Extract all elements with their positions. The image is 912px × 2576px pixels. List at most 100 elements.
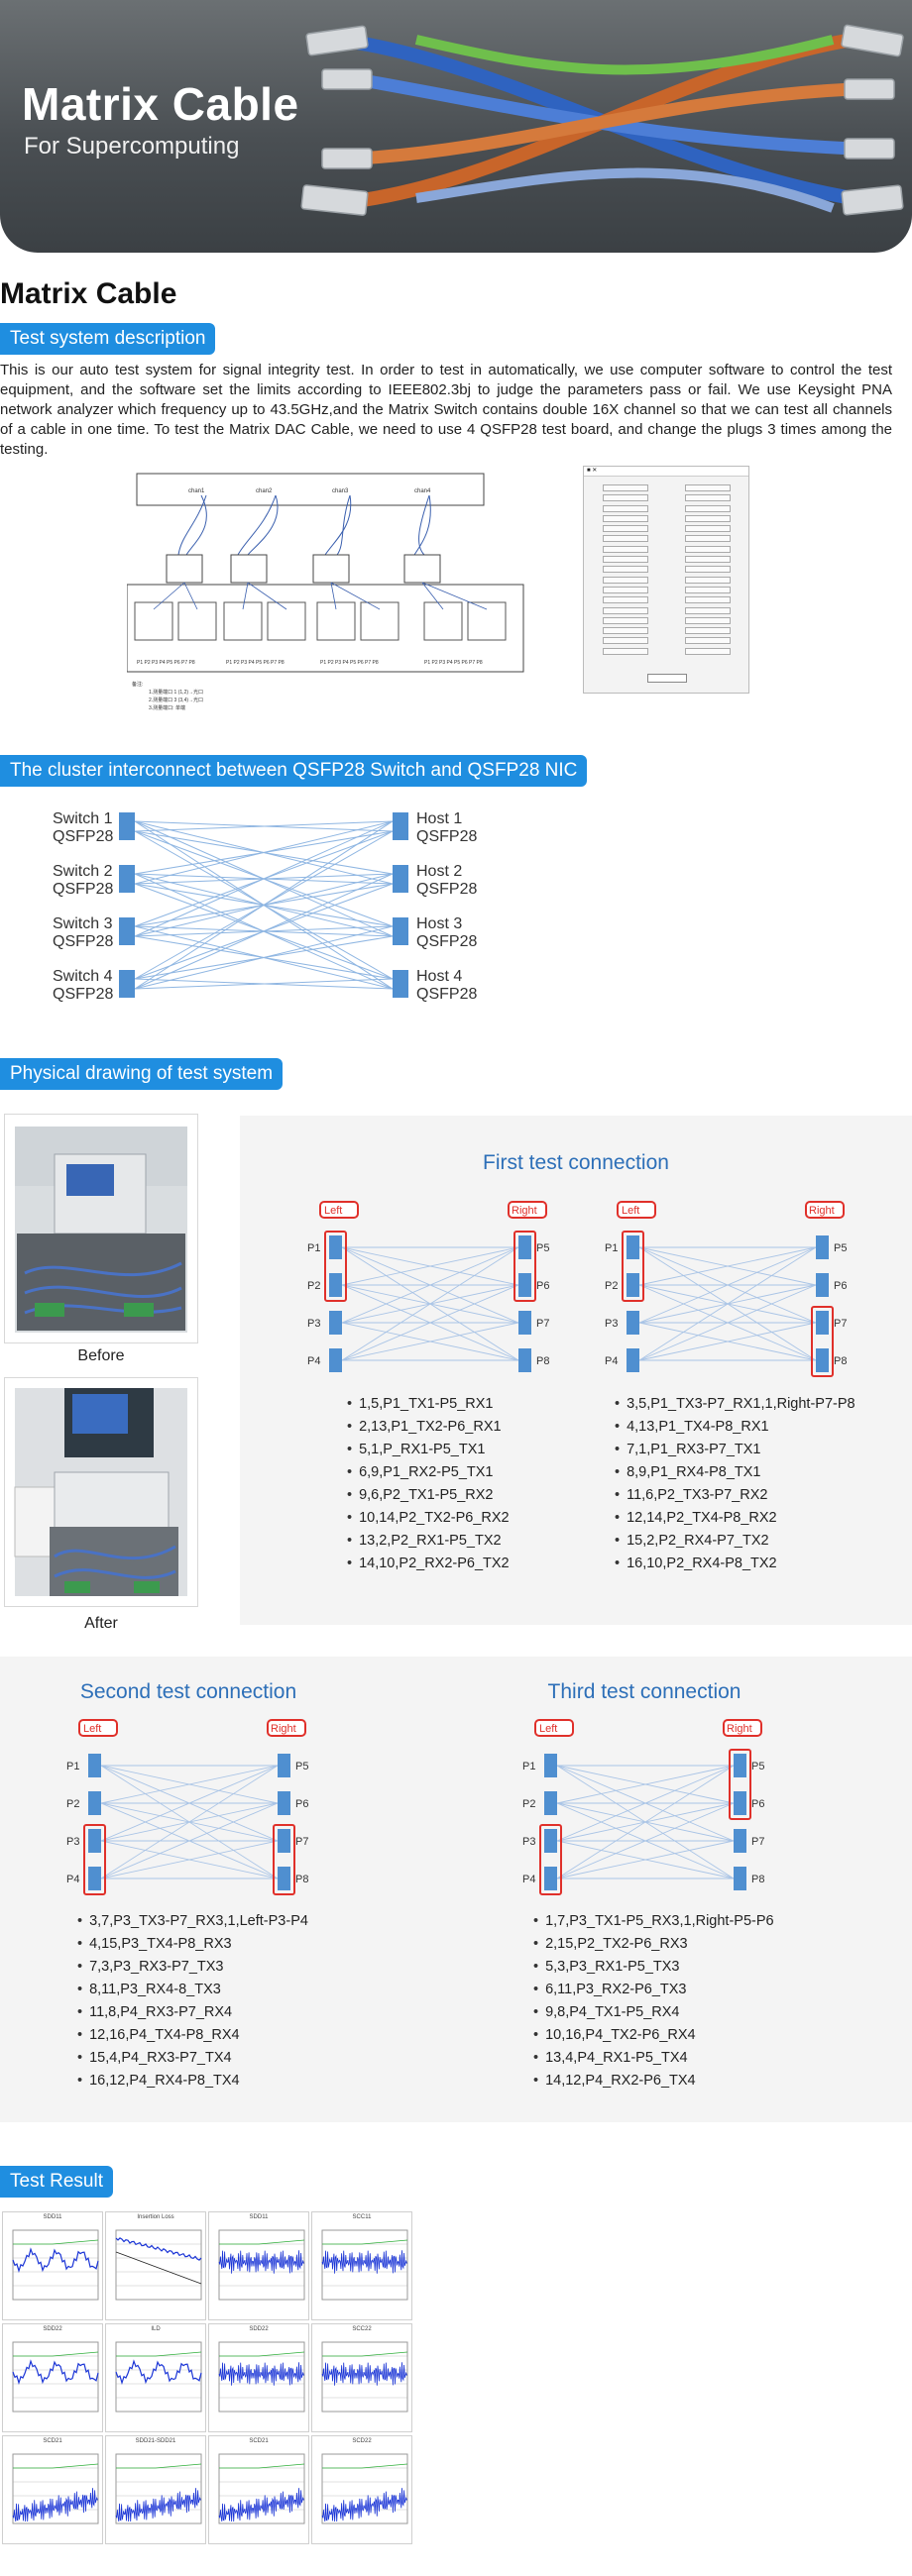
connection-item: 13,2,P2_RX1-P5_TX2	[347, 1530, 510, 1553]
result-plot: SCD21	[2, 2435, 103, 2544]
section-cluster: The cluster interconnect between QSFP28 …	[0, 755, 588, 787]
software-row[interactable]	[684, 627, 731, 635]
software-row[interactable]	[602, 576, 648, 584]
connection-item: 12,16,P4_TX4-P8_RX4	[77, 2024, 308, 2047]
result-plot: SDD11	[208, 2211, 309, 2320]
switch-3-sub: QSFP28	[53, 933, 113, 950]
software-row[interactable]	[602, 504, 648, 512]
svg-text:Right: Right	[512, 1205, 537, 1217]
software-row[interactable]	[602, 535, 648, 543]
software-row[interactable]	[602, 616, 648, 624]
result-plot: SCD22	[311, 2435, 412, 2544]
software-row[interactable]	[684, 545, 731, 553]
diagram-note-1: 1.测量端口 1 (1,2)→光口	[149, 689, 203, 696]
description-text: This is our auto test system for signal …	[0, 362, 892, 458]
svg-text:P2: P2	[66, 1798, 79, 1810]
software-row[interactable]	[684, 596, 731, 604]
software-row[interactable]	[602, 494, 648, 502]
software-row[interactable]	[684, 494, 731, 502]
host-3-sub: QSFP28	[416, 933, 477, 950]
software-row[interactable]	[602, 484, 648, 491]
software-row[interactable]	[602, 586, 648, 593]
svg-text:P3: P3	[307, 1318, 320, 1330]
software-row[interactable]	[684, 647, 731, 655]
connection-item: 8,11,P3_RX4-8_TX3	[77, 1979, 308, 2001]
svg-text:P4: P4	[605, 1355, 618, 1367]
connection-item: 5,3,P3_RX1-P5_TX3	[533, 1956, 774, 1979]
software-row[interactable]	[684, 484, 731, 491]
hero-banner: Matrix Cable For Supercomputing	[0, 0, 912, 253]
svg-text:P3: P3	[522, 1836, 535, 1848]
software-row[interactable]	[602, 556, 648, 564]
connection-item: 6,9,P1_RX2-P5_TX1	[347, 1461, 510, 1484]
result-plot: SCC11	[311, 2211, 412, 2320]
software-row[interactable]	[602, 514, 648, 522]
software-ok-button[interactable]	[647, 674, 687, 683]
switch-4-label: Switch 4	[53, 968, 113, 985]
svg-text:P5: P5	[751, 1761, 764, 1772]
software-row[interactable]	[602, 637, 648, 645]
svg-text:P8: P8	[536, 1355, 549, 1367]
connection-item: 7,1,P1_RX3-P7_TX1	[615, 1439, 855, 1461]
software-row[interactable]	[684, 637, 731, 645]
connection-item: 10,14,P2_TX2-P6_RX2	[347, 1507, 510, 1530]
software-row[interactable]	[684, 576, 731, 584]
connection-item: 8,9,P1_RX4-P8_TX1	[615, 1461, 855, 1484]
svg-text:P8: P8	[751, 1874, 764, 1885]
software-row[interactable]	[602, 596, 648, 604]
software-window: ■ ✕	[583, 466, 749, 694]
software-row[interactable]	[684, 525, 731, 533]
svg-text:P3: P3	[605, 1318, 618, 1330]
software-row[interactable]	[684, 616, 731, 624]
host-port-1	[393, 812, 408, 840]
host-4-label: Host 4	[416, 968, 462, 985]
diagram-note-3: 3.测量端口: 单端	[149, 704, 185, 711]
svg-text:P8: P8	[834, 1355, 847, 1367]
software-row[interactable]	[602, 606, 648, 614]
svg-text:P4: P4	[66, 1874, 79, 1885]
result-plot-title: SDD22	[43, 2326, 62, 2332]
software-row[interactable]	[602, 525, 648, 533]
result-plot: SDD21-SDD21	[105, 2435, 206, 2544]
connection-item: 16,12,P4_RX4-P8_TX4	[77, 2070, 308, 2093]
page-title: Matrix Cable	[0, 277, 177, 310]
result-plot-title: SDD21-SDD21	[135, 2438, 176, 2444]
result-plot-title: SCD22	[352, 2438, 372, 2444]
diagram-note-0: 备注:	[132, 681, 143, 688]
connection-item: 1,5,P1_TX1-P5_RX1	[347, 1393, 510, 1416]
software-row[interactable]	[684, 514, 731, 522]
third-connection-list: 1,7,P3_TX1-P5_RX3,1,Right-P5-P62,15,P2_T…	[533, 1910, 774, 2093]
host-port-2	[393, 865, 408, 893]
host-3-label: Host 3	[416, 915, 462, 932]
svg-text:P1 P2 P3 P4 P5 P6 P7 P8: P1 P2 P3 P4 P5 P6 P7 P8	[320, 660, 379, 666]
host-1-label: Host 1	[416, 810, 462, 827]
diagram-chan-2: chan2	[256, 488, 273, 494]
switch-port-4	[119, 970, 135, 998]
software-row[interactable]	[684, 586, 731, 593]
software-row[interactable]	[602, 566, 648, 574]
software-row[interactable]	[684, 606, 731, 614]
software-row[interactable]	[602, 545, 648, 553]
result-plot: SDD22	[208, 2323, 309, 2432]
connection-item: 15,4,P4_RX3-P7_TX4	[77, 2047, 308, 2070]
svg-text:Right: Right	[727, 1723, 752, 1735]
svg-text:P6: P6	[834, 1280, 847, 1292]
svg-text:P7: P7	[295, 1836, 308, 1848]
hero-subtitle: For Supercomputing	[24, 133, 240, 160]
software-row[interactable]	[684, 504, 731, 512]
svg-text:P7: P7	[834, 1318, 847, 1330]
svg-text:Left: Left	[622, 1205, 639, 1217]
connection-item: 4,15,P3_TX4-P8_RX3	[77, 1933, 308, 1956]
svg-text:P7: P7	[536, 1318, 549, 1330]
result-plot-title: ILD	[151, 2326, 161, 2332]
svg-text:P6: P6	[751, 1798, 764, 1810]
software-row[interactable]	[684, 556, 731, 564]
software-row[interactable]	[684, 566, 731, 574]
software-row[interactable]	[602, 647, 648, 655]
software-row[interactable]	[602, 627, 648, 635]
software-row[interactable]	[684, 535, 731, 543]
result-plot: SDD22	[2, 2323, 103, 2432]
svg-text:P2: P2	[307, 1280, 320, 1292]
